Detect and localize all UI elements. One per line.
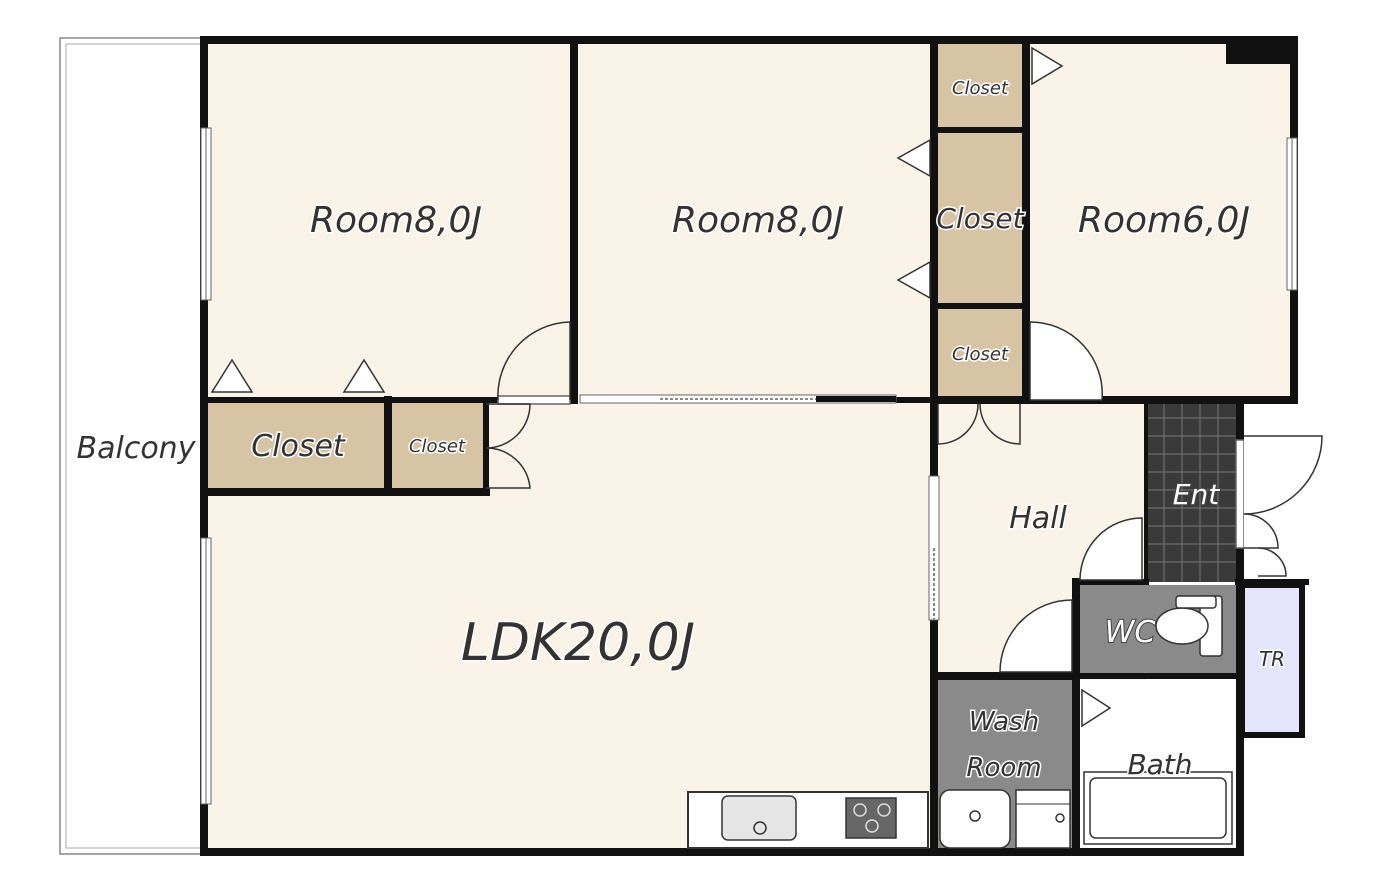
balcony-label: Balcony <box>77 431 197 466</box>
wash-label-line1: Wash <box>969 707 1039 737</box>
marker-mid-closet-1 <box>896 138 931 178</box>
room1-label: Room8,0J <box>310 200 482 241</box>
tr-label: TR <box>1259 647 1285 671</box>
doors <box>485 321 1323 673</box>
entrance-label: Ent <box>1173 478 1220 511</box>
sink-icon <box>721 795 797 841</box>
sliding-door-room2[interactable] <box>579 394 897 404</box>
hall-label: Hall <box>1009 501 1067 536</box>
entrance-tile-grid <box>1146 400 1238 582</box>
closet-top-small <box>934 42 1026 128</box>
marker-mid-closet-2 <box>896 260 931 300</box>
marker-left-closet-2 <box>342 358 386 393</box>
door-closet-lower[interactable] <box>1029 321 1103 401</box>
room2-floor <box>574 42 934 400</box>
balcony <box>59 37 207 855</box>
closets <box>206 42 1026 492</box>
washbasin-icon <box>939 789 1011 849</box>
washing-machine-icon <box>1015 789 1071 849</box>
kitchen-counter <box>687 791 929 849</box>
door-room1[interactable] <box>497 321 571 405</box>
room3-label: Room6,0J <box>1078 200 1250 241</box>
closet-top-small-label: Closet <box>952 78 1009 99</box>
closet-left-wide-label: Closet <box>251 429 346 464</box>
pillar-corner <box>1226 38 1296 64</box>
door-wash[interactable] <box>999 599 1073 673</box>
marker-top-closet <box>1031 46 1064 86</box>
sliding-door-hall[interactable] <box>928 475 940 621</box>
wash-label-line2: Room <box>966 753 1041 783</box>
bath-label: Bath <box>1127 748 1192 781</box>
walls <box>200 36 1309 856</box>
closet-left-small-label: Closet <box>409 436 466 457</box>
room2-label: Room8,0J <box>672 200 844 241</box>
closet-lower-small-label: Closet <box>952 344 1009 365</box>
door-wc[interactable] <box>1079 517 1143 581</box>
wc-label: WC <box>1105 615 1156 650</box>
windows <box>200 127 1298 805</box>
closet-lower-small <box>934 308 1026 400</box>
labels: Room8,0J Room8,0J Room6,0J LDK20,0J Balc… <box>75 77 1287 785</box>
closet-middle-tall <box>934 132 1026 304</box>
closet-left-wide <box>206 400 388 492</box>
door-entrance[interactable] <box>1235 435 1323 577</box>
closet-left-small <box>388 400 484 492</box>
entrance-tile <box>1146 400 1238 582</box>
stove-icon <box>845 797 897 839</box>
toilet-icon <box>1155 595 1223 657</box>
marker-left-closet-1 <box>210 358 254 393</box>
marker-bath <box>1081 688 1112 728</box>
door-hall-closet[interactable] <box>937 403 1021 445</box>
closet-door-markers <box>210 46 1112 728</box>
bathtub-icon <box>1083 771 1233 845</box>
room1-floor <box>206 42 574 400</box>
ldk-label: LDK20,0J <box>461 613 695 673</box>
door-closet-left-small[interactable] <box>485 403 531 489</box>
closet-middle-tall-label: Closet <box>936 202 1024 235</box>
